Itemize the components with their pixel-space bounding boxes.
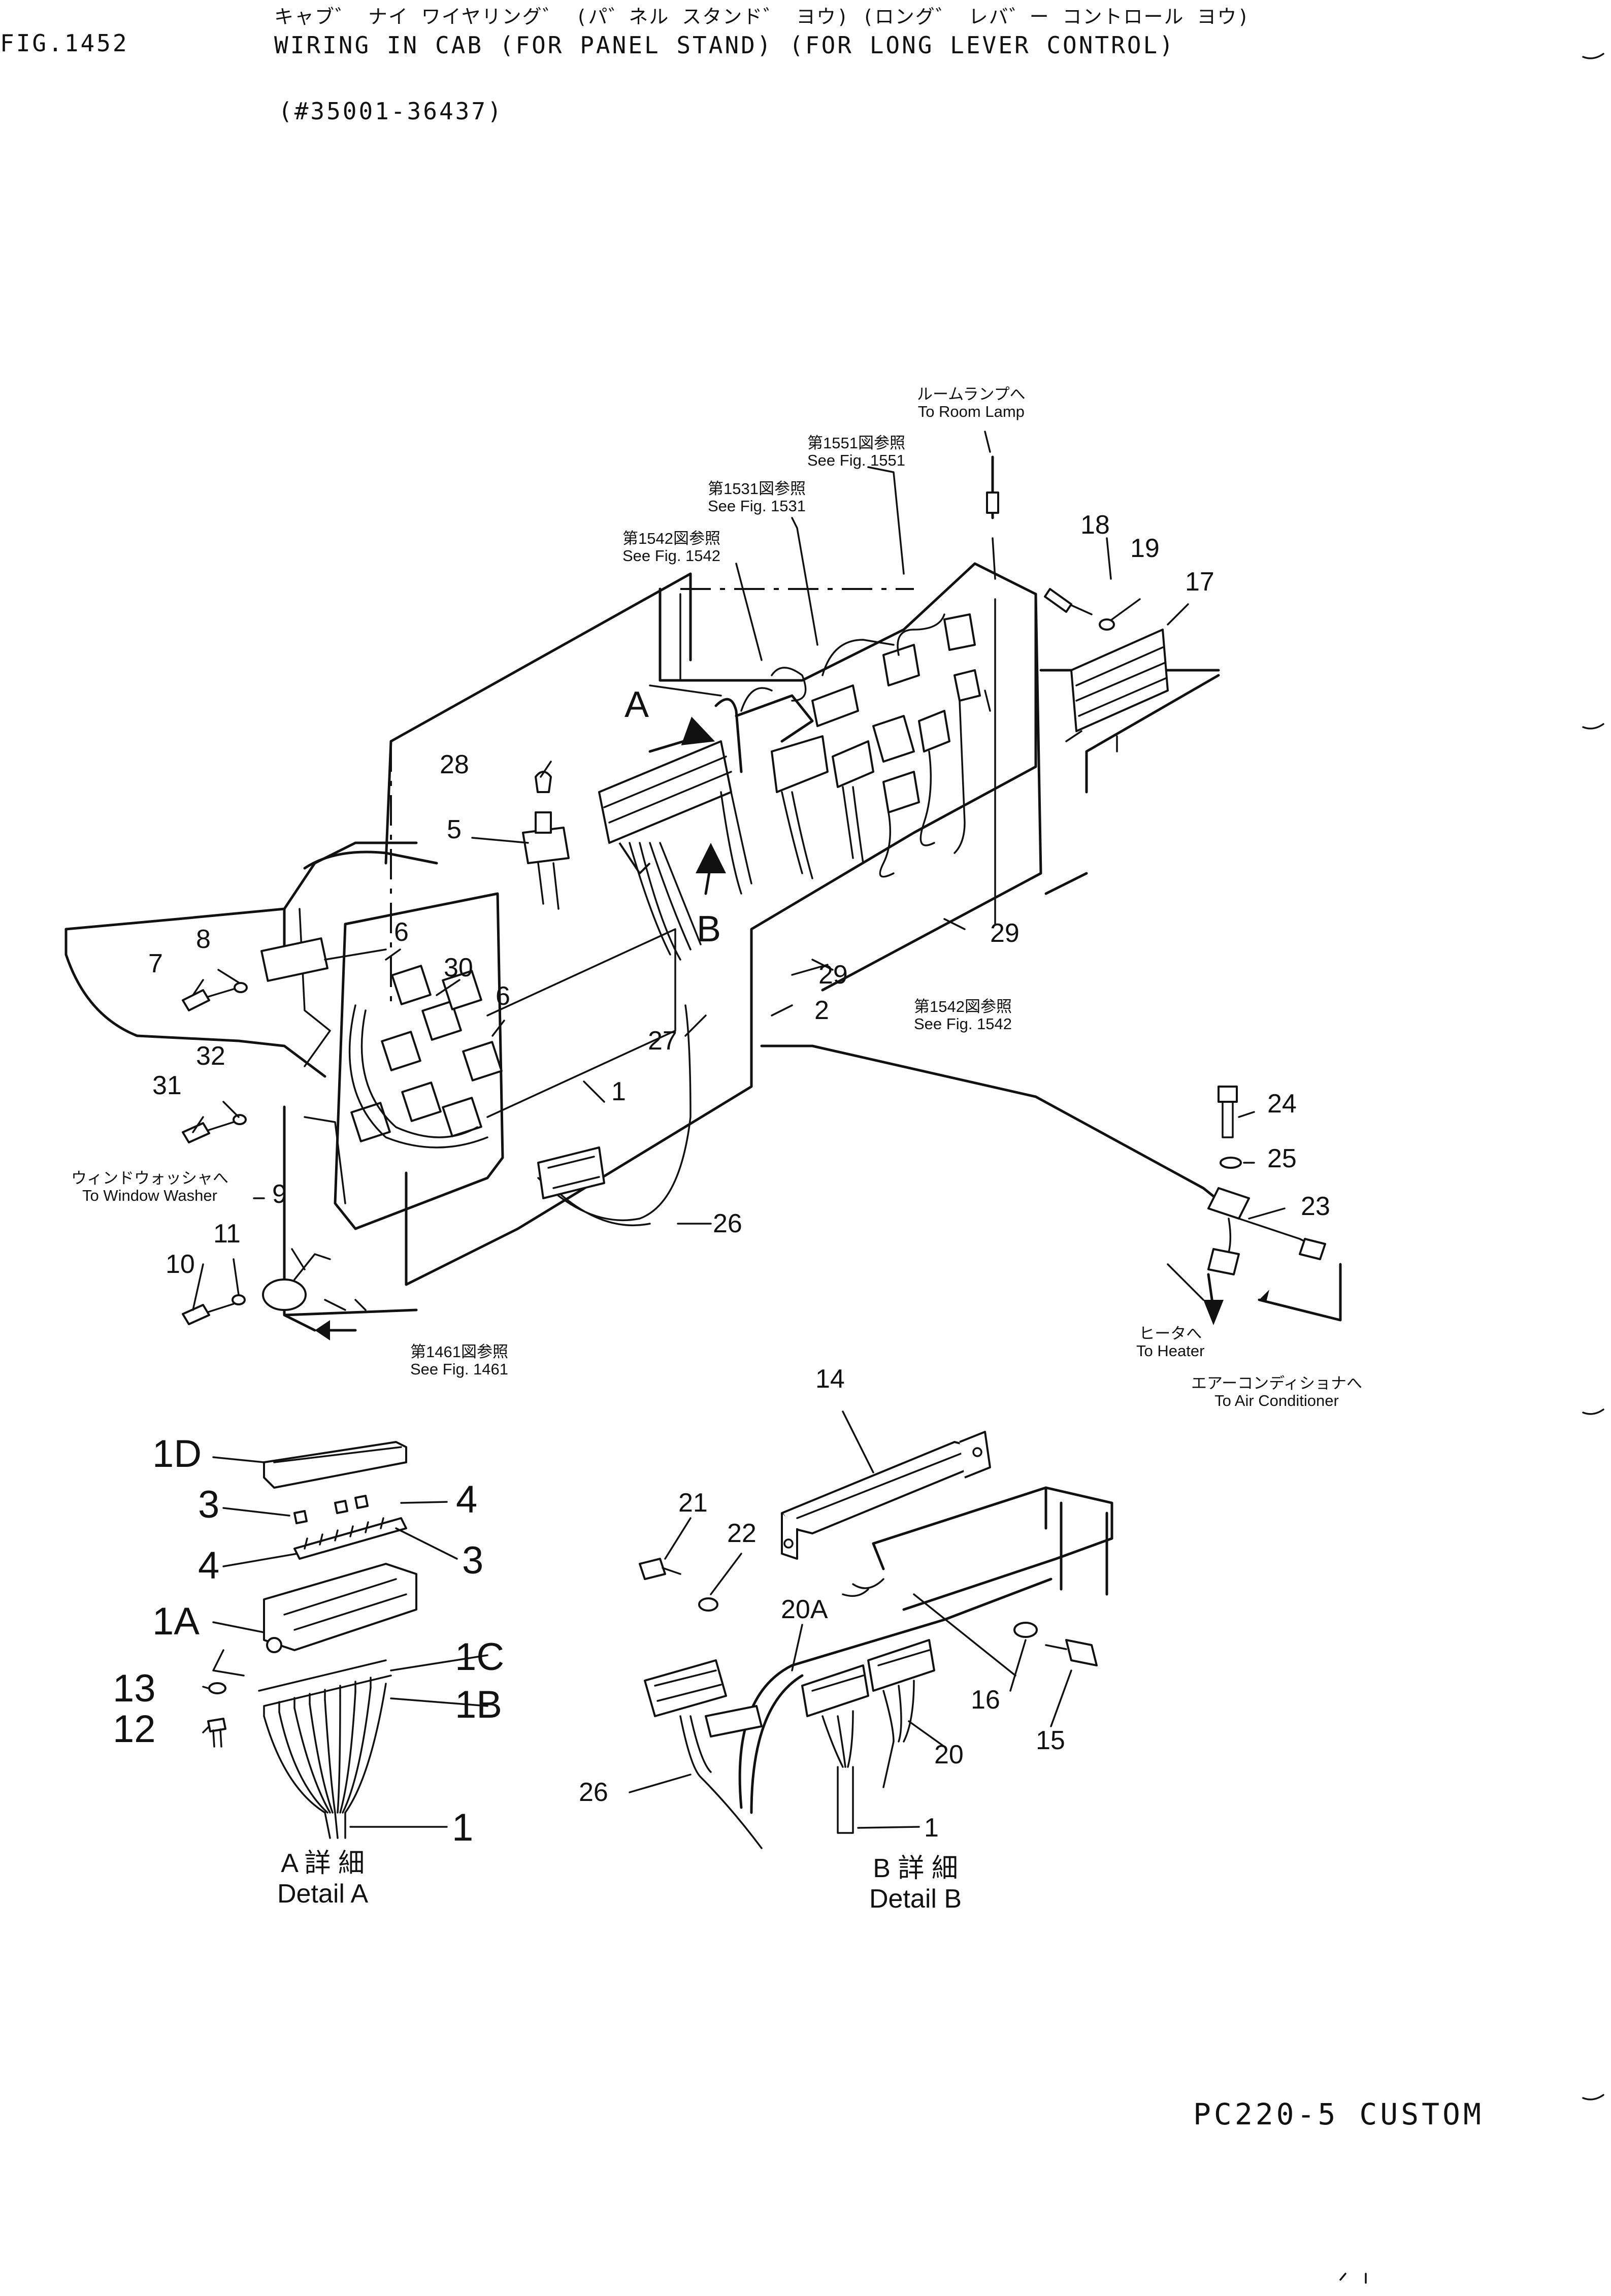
callout-a-13: 13 xyxy=(113,1667,156,1710)
callout-6-right: 6 xyxy=(496,981,510,1011)
callout-1: 1 xyxy=(611,1077,626,1106)
callout-b-26: 26 xyxy=(579,1778,608,1807)
callout-10: 10 xyxy=(166,1250,195,1279)
callout-17: 17 xyxy=(1185,567,1214,597)
detail-b-exploded xyxy=(629,1411,1113,1849)
room-lamp-lead xyxy=(986,455,999,580)
callout-30: 30 xyxy=(444,953,473,982)
callout-5: 5 xyxy=(447,815,462,844)
callout-b-20a: 20A xyxy=(781,1595,828,1624)
model-footer: PC220-5 CUSTOM xyxy=(1193,2097,1484,2131)
serial-range: (#35001-36437) xyxy=(278,97,504,125)
callout-a-4-left: 4 xyxy=(198,1544,220,1587)
controller-connector-block xyxy=(598,598,996,961)
callout-b-16: 16 xyxy=(971,1685,1000,1715)
rotary-switch xyxy=(522,771,570,910)
callout-a-3-top: 3 xyxy=(198,1483,220,1526)
callout-23: 23 xyxy=(1301,1192,1330,1221)
callout-32: 32 xyxy=(196,1041,225,1071)
leader-lines xyxy=(192,431,1286,1311)
callout-27: 27 xyxy=(648,1026,677,1056)
title-japanese: キャブ゛ ナイ ワイヤリング゛ (パ゛ネル スタンド゛ ヨウ) (ロング゛ レバ… xyxy=(274,6,1251,28)
callout-24: 24 xyxy=(1267,1089,1297,1119)
callout-2: 2 xyxy=(814,996,829,1025)
cab-panel-body xyxy=(64,562,1220,1332)
detail-markers: A B xyxy=(624,684,721,949)
heater-harness xyxy=(760,1044,1342,1325)
lower-harness xyxy=(537,1004,692,1227)
detail-b-marker: B xyxy=(697,909,721,949)
callout-26: 26 xyxy=(713,1209,742,1238)
callout-b-1: 1 xyxy=(924,1813,939,1843)
detail-a-exploded xyxy=(202,1441,488,1839)
callout-25: 25 xyxy=(1267,1144,1297,1173)
detail-a-marker: A xyxy=(624,684,649,725)
callout-a-1a: 1A xyxy=(152,1600,200,1643)
callout-29-right: 29 xyxy=(990,919,1020,948)
callout-19: 19 xyxy=(1130,534,1160,563)
left-fasteners xyxy=(182,982,367,1340)
callout-b-14: 14 xyxy=(815,1364,845,1394)
figure-number: FIG.1452 xyxy=(0,29,129,57)
callout-a-12: 12 xyxy=(113,1708,156,1751)
callout-b-21: 21 xyxy=(678,1488,708,1518)
callout-28: 28 xyxy=(440,750,469,779)
callout-29-left: 29 xyxy=(818,960,848,990)
title-english: WIRING IN CAB (FOR PANEL STAND) (FOR LON… xyxy=(274,31,1175,59)
callout-a-1c: 1C xyxy=(455,1635,505,1679)
relay-cluster xyxy=(260,937,503,1149)
callout-7: 7 xyxy=(148,949,163,978)
callout-b-20: 20 xyxy=(934,1740,964,1769)
callout-8: 8 xyxy=(196,925,211,954)
callout-a-1: 1 xyxy=(452,1806,474,1849)
callout-9: 9 xyxy=(272,1179,287,1209)
callout-b-22: 22 xyxy=(727,1519,757,1548)
callout-18: 18 xyxy=(1080,510,1110,540)
callout-31: 31 xyxy=(152,1071,182,1100)
callout-b-15: 15 xyxy=(1036,1726,1065,1755)
callout-6-left: 6 xyxy=(394,917,409,947)
callout-a-1d: 1D xyxy=(152,1432,202,1475)
callout-a-3-right: 3 xyxy=(462,1539,484,1582)
margin-marks xyxy=(1339,53,1604,2284)
controller-unit xyxy=(1044,588,1169,752)
callout-a-1b: 1B xyxy=(455,1683,502,1726)
callout-a-4-right: 4 xyxy=(456,1478,478,1521)
callout-11: 11 xyxy=(213,1219,241,1249)
